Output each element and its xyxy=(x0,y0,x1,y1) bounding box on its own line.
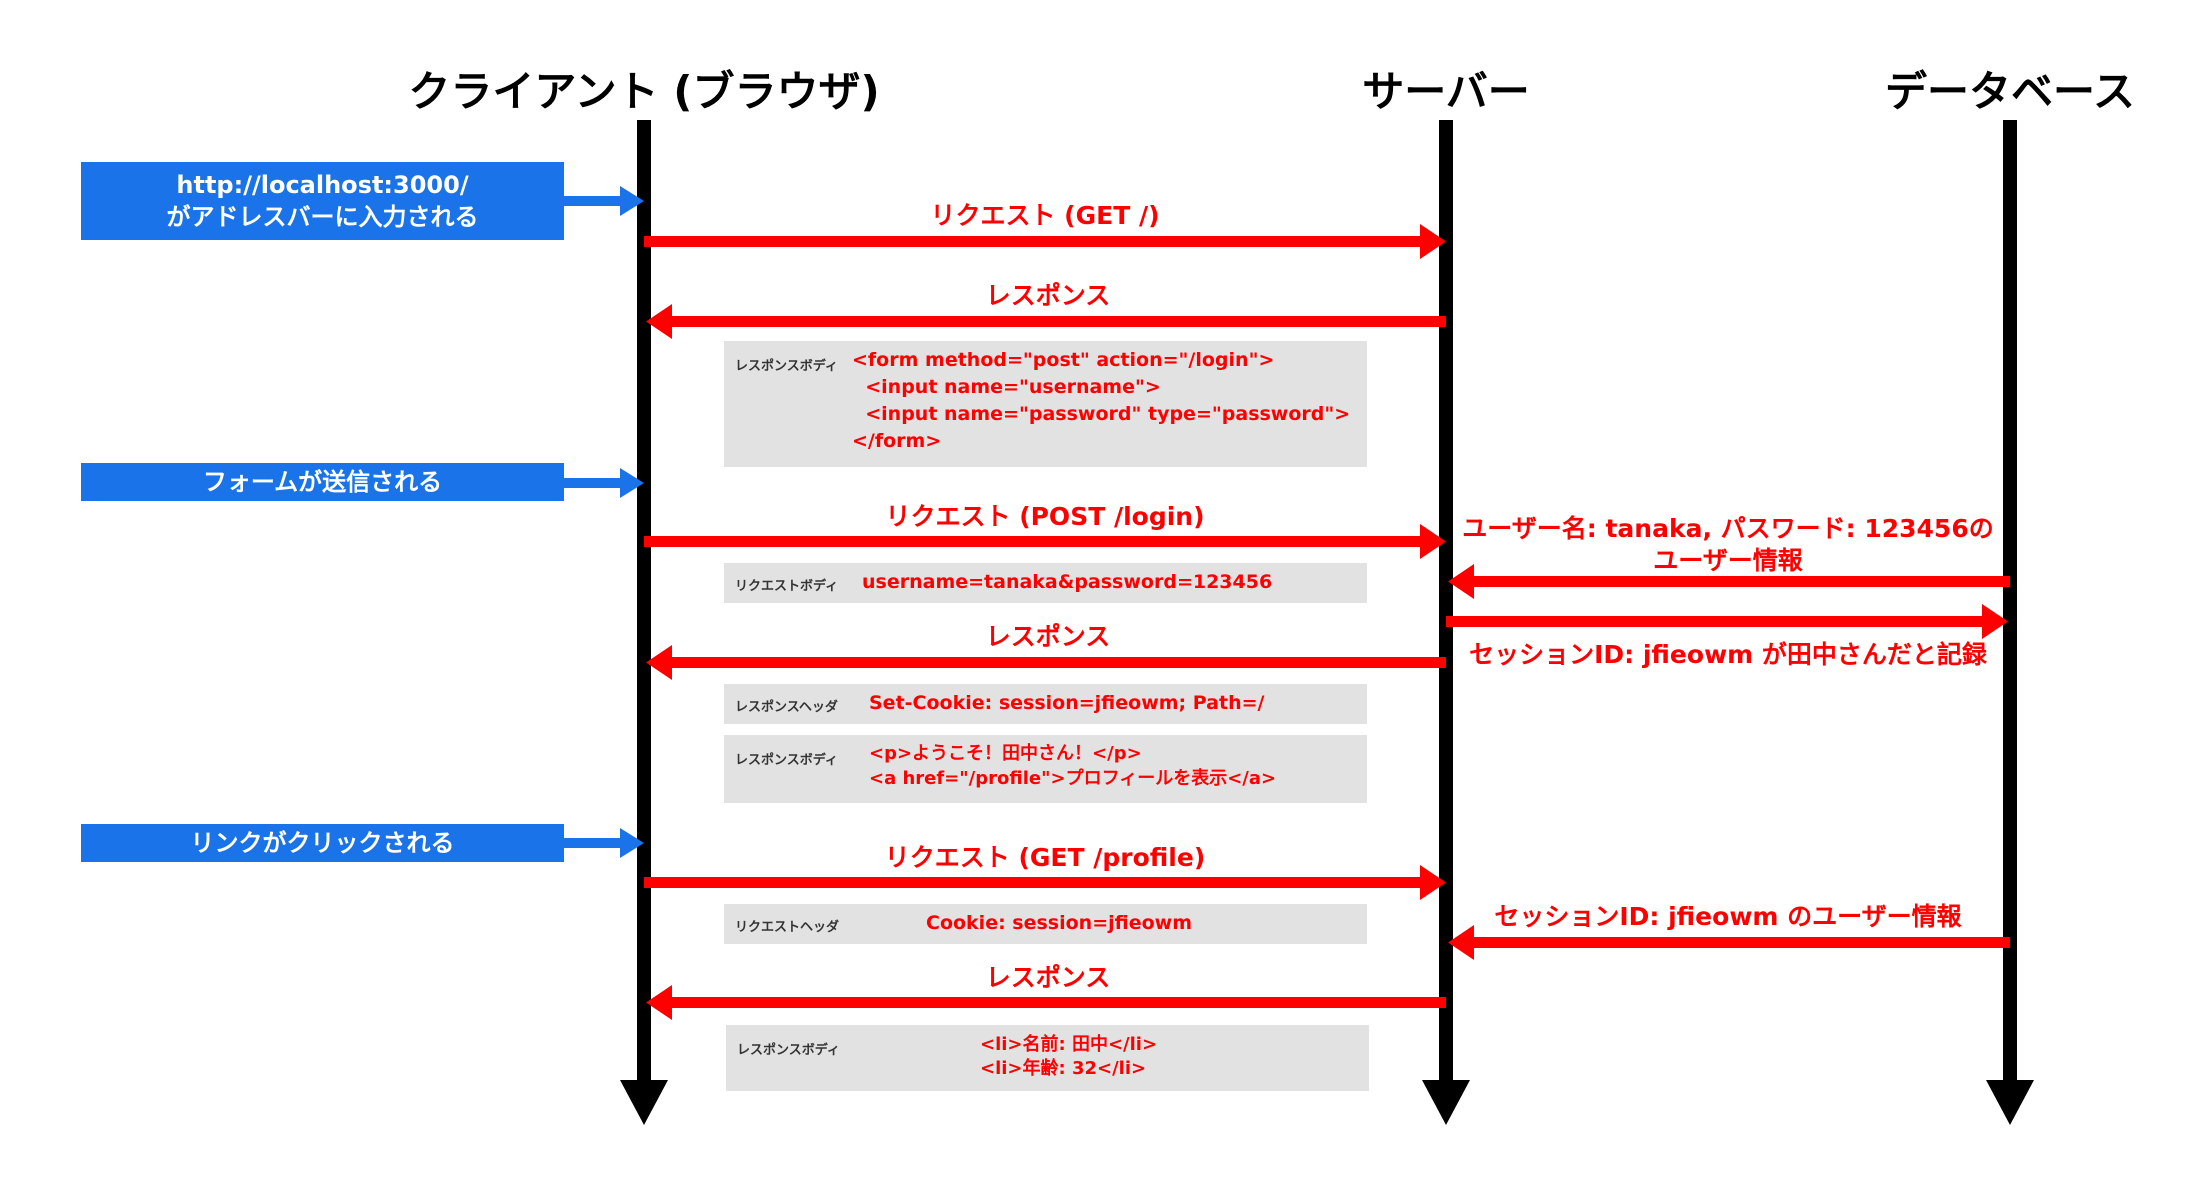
payload-code: <li>名前: 田中</li> <li>年齢: 32</li> xyxy=(980,1033,1157,1081)
lane-header-server: サーバー xyxy=(1362,67,1530,116)
msg-db-lookup-user-line-2: ユーザー情報 xyxy=(1653,546,1803,575)
payload-res-body-3: レスポンスボディ <li>名前: 田中</li> <li>年齢: 32</li> xyxy=(726,1025,1369,1091)
trigger-arrow-enter-url xyxy=(564,186,644,216)
msg-db-session-user: セッションID: jfieowm のユーザー情報 xyxy=(1494,902,1962,931)
arrow-req-get-profile xyxy=(644,865,1446,900)
code-line: <form method="post" action="/login"> xyxy=(852,349,1275,371)
trigger-arrow-click-link xyxy=(564,828,644,858)
msg-req-get-profile: リクエスト (GET /profile) xyxy=(884,843,1206,872)
trigger-submit-form-label: フォームが送信される xyxy=(202,468,443,496)
arrow-db-lookup-user xyxy=(1448,564,2010,599)
payload-label: レスポンスヘッダ xyxy=(735,700,838,715)
msg-db-lookup-user: ユーザー名: tanaka, パスワード: 123456の ユーザー情報 xyxy=(1462,513,1993,577)
msg-res-1: レスポンス xyxy=(985,281,1111,310)
trigger-submit-form: フォームが送信される xyxy=(81,463,564,501)
payload-code: <form method="post" action="/login"> <in… xyxy=(852,347,1350,455)
code-line: <input name="password" type="password"> xyxy=(852,403,1351,425)
code-line: </form> xyxy=(852,430,942,452)
msg-db-record-session: セッションID: jfieowm が田中さんだと記録 xyxy=(1469,640,1987,669)
payload-label: レスポンスボディ xyxy=(735,753,838,768)
trigger-enter-url-line-1: http://localhost:3000/ xyxy=(176,171,469,199)
msg-res-3: レスポンス xyxy=(985,963,1111,992)
code-line: <p>ようこそ！田中さん！</p> xyxy=(869,743,1142,764)
payload-res-body-2: レスポンスボディ <p>ようこそ！田中さん！</p> <a href="/prof… xyxy=(724,735,1367,803)
arrow-res-1 xyxy=(646,304,1446,339)
lane-header-client: クライアント (ブラウザ) xyxy=(408,67,880,116)
lifeline-database xyxy=(1986,120,2034,1125)
msg-req-get-root: リクエスト (GET /) xyxy=(930,201,1160,230)
arrow-req-get-root xyxy=(644,224,1446,259)
code-line: username=tanaka&password=123456 xyxy=(862,571,1273,593)
arrow-db-record-session xyxy=(1446,604,2008,639)
trigger-arrow-submit-form xyxy=(564,468,644,498)
payload-res-body-1: レスポンスボディ <form method="post" action="/lo… xyxy=(724,341,1367,467)
arrow-res-2 xyxy=(646,645,1446,680)
code-line: Set-Cookie: session=jfieowm; Path=/ xyxy=(869,692,1265,714)
lifeline-client xyxy=(620,120,668,1125)
msg-req-post-login: リクエスト (POST /login) xyxy=(885,502,1205,531)
payload-code: <p>ようこそ！田中さん！</p> <a href="/profile">プロフィ… xyxy=(869,741,1276,791)
payload-code: username=tanaka&password=123456 xyxy=(862,569,1272,596)
trigger-click-link: リンクがクリックされる xyxy=(81,824,564,862)
payload-label: レスポンスボディ xyxy=(737,1043,840,1058)
lifeline-server xyxy=(1422,120,1470,1125)
trigger-click-link-label: リンクがクリックされる xyxy=(190,829,455,857)
lane-header-database: データベース xyxy=(1885,67,2135,116)
arrow-db-session-user xyxy=(1448,925,2010,960)
payload-res-header-2: レスポンスヘッダ Set-Cookie: session=jfieowm; Pa… xyxy=(724,684,1367,724)
arrow-res-3 xyxy=(646,985,1446,1020)
trigger-enter-url: http://localhost:3000/ がアドレスバーに入力される xyxy=(81,162,564,240)
payload-label: リクエストヘッダ xyxy=(735,920,840,935)
payload-code: Cookie: session=jfieowm xyxy=(926,910,1192,937)
payload-code: Set-Cookie: session=jfieowm; Path=/ xyxy=(869,690,1264,717)
trigger-enter-url-line-2: がアドレスバーに入力される xyxy=(166,203,479,231)
payload-req-body-2: リクエストボディ username=tanaka&password=123456 xyxy=(724,563,1367,603)
code-line: <input name="username"> xyxy=(852,376,1161,398)
payload-label: レスポンスボディ xyxy=(735,359,838,374)
code-line: <li>年齢: 32</li> xyxy=(980,1058,1147,1079)
arrow-req-post-login xyxy=(644,524,1446,559)
payload-label: リクエストボディ xyxy=(735,579,839,594)
msg-db-lookup-user-line-1: ユーザー名: tanaka, パスワード: 123456の xyxy=(1462,514,1994,543)
payload-req-header-3: リクエストヘッダ Cookie: session=jfieowm xyxy=(724,904,1367,944)
msg-res-2: レスポンス xyxy=(985,622,1111,651)
code-line: Cookie: session=jfieowm xyxy=(926,912,1193,934)
code-line: <a href="/profile">プロフィールを表示</a> xyxy=(869,768,1277,789)
code-line: <li>名前: 田中</li> xyxy=(980,1034,1158,1055)
